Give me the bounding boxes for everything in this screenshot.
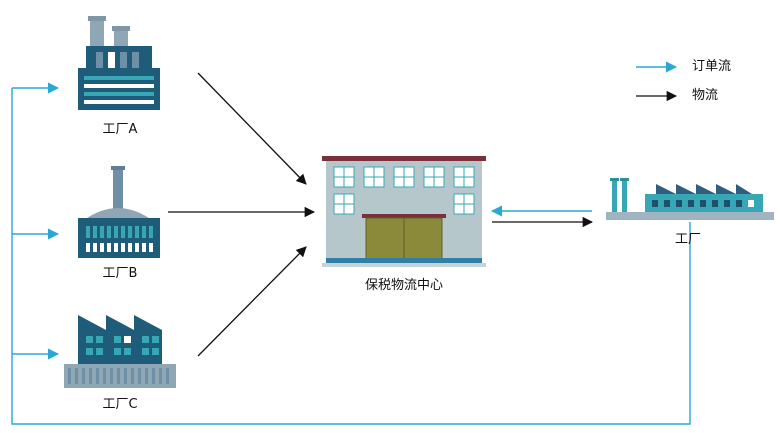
- order-flow-lines: [11, 82, 691, 425]
- factory-c-label: 工厂C: [102, 397, 138, 412]
- bonded-center-label: 保税物流中心: [364, 278, 444, 293]
- factory-a-icon: [78, 16, 160, 110]
- logistics-a-to-center: [197, 72, 307, 185]
- factory-right-label: 工厂: [674, 232, 702, 247]
- legend-markers: [636, 61, 678, 102]
- factory-c-icon: [64, 315, 176, 388]
- factory-b-label: 工厂B: [102, 266, 138, 281]
- factory-right-icon: [606, 178, 774, 220]
- legend-logistics-label: 物流: [692, 88, 719, 103]
- legend-order-flow-label: 订单流: [692, 59, 732, 74]
- order-flow-loop: [11, 88, 691, 425]
- logistics-c-to-center: [197, 246, 307, 357]
- bonded-center-icon: [322, 156, 486, 267]
- factory-a-label: 工厂A: [102, 122, 138, 137]
- logistics-lines: [168, 72, 594, 357]
- factory-b-icon: [78, 166, 160, 258]
